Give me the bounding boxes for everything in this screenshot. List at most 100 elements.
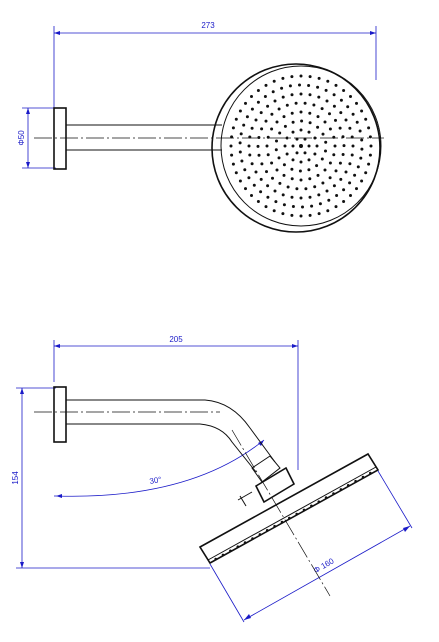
nozzle-dot [260, 127, 264, 131]
nozzle-dot [351, 144, 355, 148]
nozzle-dot [250, 194, 253, 197]
nozzle-dot [295, 151, 299, 155]
nozzle-dot [231, 162, 235, 166]
nozzle-dot [299, 92, 303, 96]
nozzle-dot [332, 184, 336, 188]
nozzle-dot [360, 147, 364, 151]
nozzle-dot [280, 86, 284, 90]
nozzle-dot [275, 120, 279, 124]
height-dim-label: 154 [11, 471, 20, 485]
nozzle-dot [341, 153, 345, 156]
nozzle-dot [307, 130, 311, 134]
nozzle-dot [312, 103, 316, 107]
nozzle-dot [288, 84, 292, 88]
nozzle-dot [317, 193, 321, 197]
nozzle-dot [320, 107, 324, 111]
side-nozzle-dot [332, 492, 335, 495]
nozzle-dot [257, 136, 261, 139]
side-nozzle-row [214, 471, 372, 561]
nozzle-dot [313, 185, 317, 189]
side-nozzle-dot [280, 520, 284, 524]
nozzle-dot [368, 135, 372, 139]
side-nozzle-dot [354, 479, 357, 483]
nozzle-dot [282, 173, 286, 177]
nozzle-dot [250, 162, 254, 166]
nozzle-dot [264, 205, 268, 209]
nozzle-dot [342, 188, 346, 192]
nozzle-dot [323, 120, 327, 124]
side-nozzle-dot [346, 484, 350, 487]
nozzle-dot [342, 144, 346, 148]
nozzle-dot [317, 95, 321, 99]
side-nozzle-dot [273, 524, 276, 528]
width-dim-label: 273 [201, 21, 215, 30]
nozzle-dot [359, 156, 363, 160]
nozzle-dot [248, 153, 252, 157]
nozzle-dot [348, 181, 352, 185]
width-dimension: 273 [53, 21, 377, 108]
nozzle-dot [341, 135, 345, 139]
nozzle-dot [234, 171, 238, 175]
nozzle-dot [308, 111, 312, 115]
side-nozzle-dot [229, 549, 232, 553]
nozzle-dot [274, 148, 278, 152]
nozzle-dot [332, 93, 336, 97]
nozzle-dot [260, 162, 264, 166]
nozzle-dot [307, 168, 311, 172]
nozzle-dot [299, 128, 303, 132]
nozzle-dot [281, 95, 285, 99]
side-nozzle-dot [361, 475, 365, 479]
nozzle-dot [265, 144, 269, 148]
nozzle-dot [348, 162, 352, 166]
nozzle-dot [278, 131, 282, 135]
nozzle-dot [281, 212, 285, 216]
side-nozzle-dot [310, 504, 313, 508]
nozzle-dot [290, 75, 294, 79]
nozzle-dot [342, 89, 346, 92]
side-nozzle-dot [317, 500, 321, 504]
wall-flange [53, 107, 67, 170]
nozzle-dot [250, 107, 254, 111]
nozzle-dot [308, 177, 312, 181]
side-tilt-centerline [231, 429, 331, 597]
side-nozzle-dot [302, 508, 306, 512]
side-nozzle-dot [214, 557, 217, 561]
nozzle-dot [291, 130, 295, 134]
nozzle-dot [303, 151, 307, 155]
nozzle-dot [278, 181, 282, 185]
nozzle-dot [308, 213, 312, 217]
side-nozzle-dot [288, 516, 291, 520]
nozzle-dot [254, 170, 258, 174]
side-nozzle-dot [258, 533, 262, 536]
nozzle-dot [247, 176, 251, 180]
nozzle-dot [271, 176, 274, 180]
nozzle-dot [274, 200, 278, 204]
nozzle-dot [334, 169, 338, 173]
nozzle-dot [303, 101, 307, 105]
nozzle-dot [350, 153, 354, 157]
nozzle-dot [290, 167, 294, 171]
nozzle-dot [264, 119, 268, 123]
nozzle-dot [242, 123, 246, 127]
angle-dimension: 30° [54, 439, 265, 498]
nozzle-pattern [229, 74, 373, 218]
nozzle-dot [282, 203, 286, 207]
nozzle-dot [230, 153, 234, 157]
nozzle-dot [277, 107, 281, 111]
nozzle-dot [339, 98, 343, 102]
side-nozzle-dot [339, 488, 343, 491]
nozzle-dot [300, 119, 304, 123]
nozzle-dot [316, 173, 320, 177]
nozzle-dot [247, 144, 251, 148]
nozzle-dot [257, 153, 261, 157]
nozzle-dot [299, 214, 303, 218]
nozzle-dot [245, 115, 249, 119]
side-nozzle-dot [243, 541, 247, 544]
nozzle-dot [317, 76, 321, 80]
nozzle-dot [369, 144, 373, 148]
side-nozzle-dot [221, 553, 225, 557]
bent-shower-arm [66, 399, 276, 473]
nozzle-dot [299, 74, 303, 78]
nozzle-dot [281, 76, 285, 80]
nozzle-dot [294, 101, 298, 105]
